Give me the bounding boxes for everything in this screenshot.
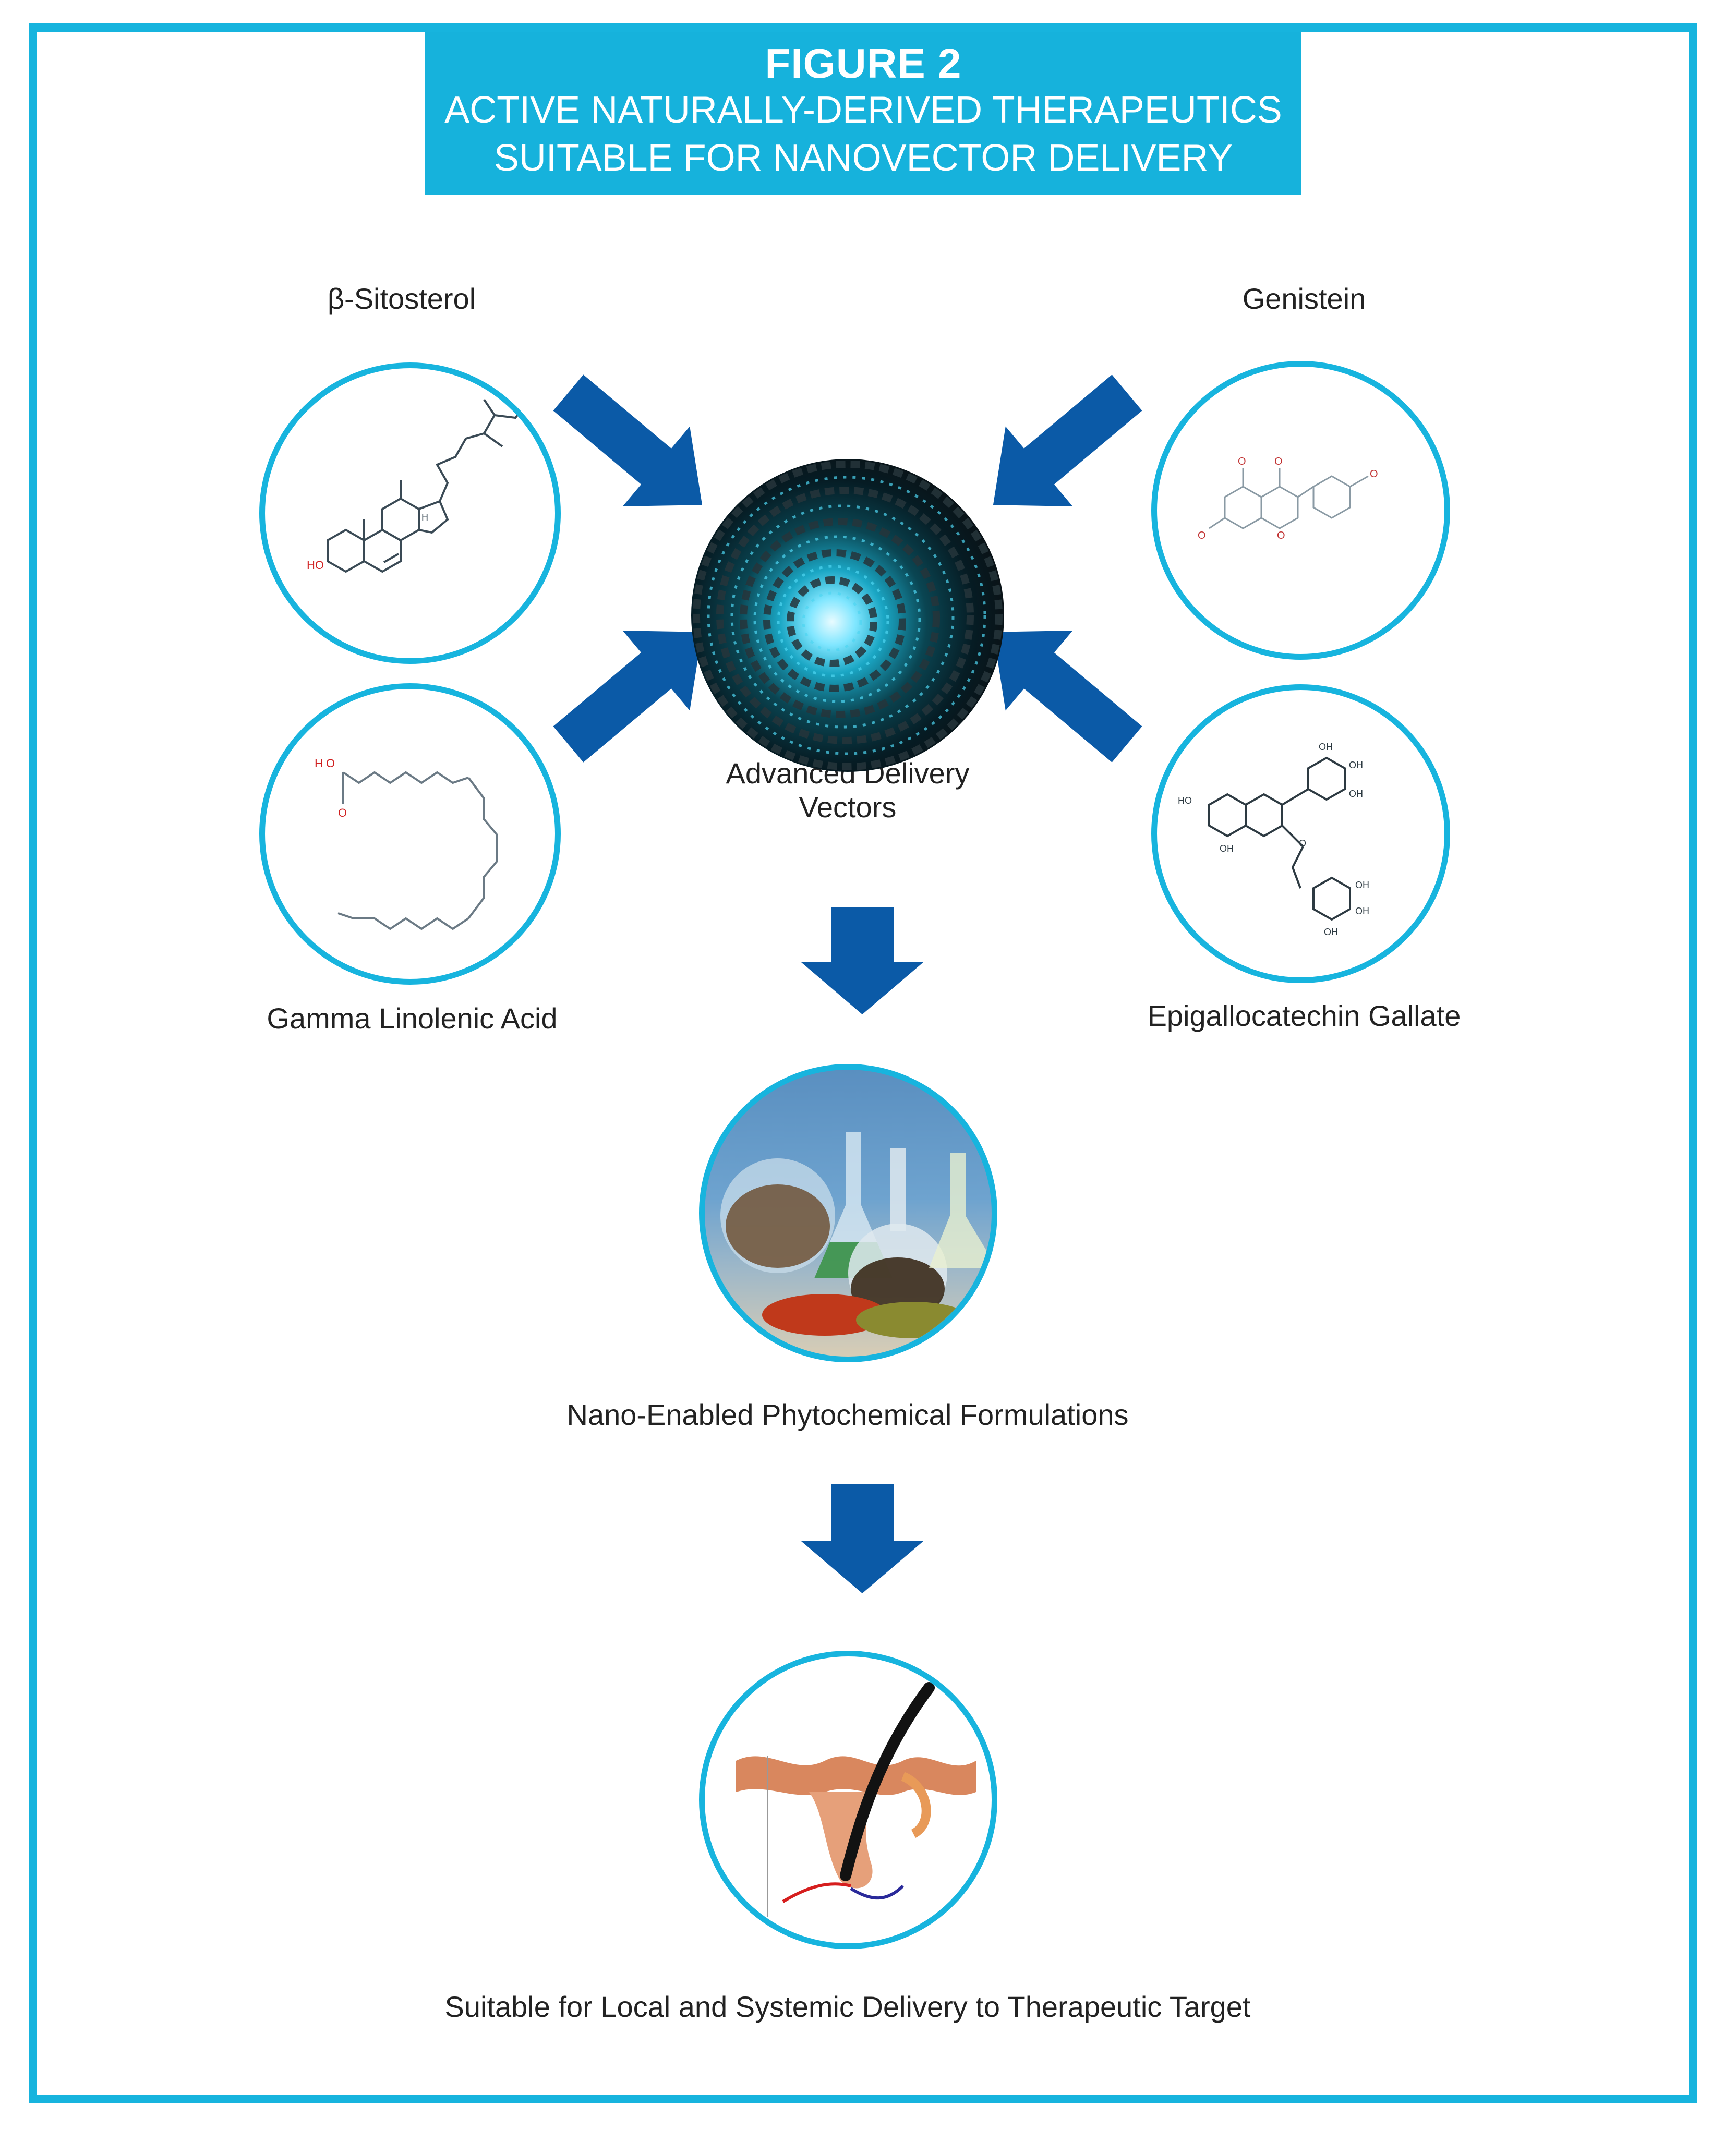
target-circle bbox=[699, 1651, 997, 1949]
svg-text:OH: OH bbox=[1349, 789, 1363, 799]
svg-text:OH: OH bbox=[1355, 906, 1369, 916]
arrow-top-right bbox=[993, 374, 1142, 506]
catechin-structure-icon: HO OH OH OH OH OH OH OH O bbox=[1178, 742, 1369, 937]
isoflavone-structure-icon: O O O O O bbox=[1198, 456, 1378, 541]
nanovector-circle bbox=[691, 459, 1004, 772]
arrow-bottom-right bbox=[993, 631, 1142, 763]
arrow-bottom-left bbox=[553, 631, 703, 763]
svg-text:HO: HO bbox=[1178, 795, 1192, 806]
figure-title-line-1: ACTIVE NATURALLY-DERIVED THERAPEUTICS bbox=[444, 89, 1282, 131]
svg-text:OH: OH bbox=[1355, 880, 1369, 890]
svg-text:O: O bbox=[1277, 530, 1285, 541]
gla-circle: H O O bbox=[259, 683, 561, 985]
svg-text:OH: OH bbox=[1319, 742, 1333, 752]
svg-text:H O: H O bbox=[315, 757, 335, 770]
svg-text:OH: OH bbox=[1349, 760, 1363, 770]
figure-frame bbox=[29, 23, 1697, 2103]
svg-text:O: O bbox=[338, 806, 347, 819]
arrow-down-2 bbox=[801, 1484, 923, 1593]
svg-text:O: O bbox=[1198, 530, 1206, 541]
figure-banner: FIGURE 2 ACTIVE NATURALLY-DERIVED THERAP… bbox=[425, 32, 1301, 195]
svg-text:O: O bbox=[1238, 456, 1246, 467]
sitosterol-circle: HO H bbox=[259, 362, 561, 664]
formulations-circle bbox=[699, 1064, 997, 1362]
svg-text:OH: OH bbox=[1220, 843, 1234, 854]
label-sitosterol: β-Sitosterol bbox=[327, 282, 476, 315]
arrow-top-left bbox=[553, 374, 703, 506]
svg-text:HO: HO bbox=[307, 559, 324, 572]
svg-text:OH: OH bbox=[1324, 927, 1338, 937]
label-target: Suitable for Local and Systemic Delivery… bbox=[444, 1990, 1251, 2023]
label-genistein: Genistein bbox=[1242, 282, 1366, 315]
label-gla: Gamma Linolenic Acid bbox=[267, 1002, 558, 1035]
figure-title-line-2: SUITABLE FOR NANOVECTOR DELIVERY bbox=[493, 137, 1233, 179]
svg-text:O: O bbox=[1299, 838, 1306, 849]
svg-text:O: O bbox=[1274, 456, 1283, 467]
nanotube-tunnel-icon bbox=[693, 461, 1003, 770]
figure-number: FIGURE 2 bbox=[765, 40, 962, 87]
arrow-down-1 bbox=[801, 907, 923, 1014]
hair-follicle-icon bbox=[736, 1682, 976, 1917]
genistein-circle: O O O O O bbox=[1151, 361, 1450, 660]
steroid-structure-icon: HO H bbox=[307, 398, 527, 573]
fatty-acid-structure-icon: H O O bbox=[315, 757, 498, 930]
label-egcg: Epigallocatechin Gallate bbox=[1147, 999, 1461, 1032]
svg-text:O: O bbox=[1370, 468, 1378, 480]
label-formulations: Nano-Enabled Phytochemical Formulations bbox=[566, 1398, 1129, 1431]
egcg-circle: HO OH OH OH OH OH OH OH O bbox=[1151, 684, 1450, 983]
label-center-line-2: Vectors bbox=[799, 791, 897, 824]
lab-flasks-icon bbox=[720, 1132, 992, 1338]
svg-text:H: H bbox=[421, 512, 428, 523]
